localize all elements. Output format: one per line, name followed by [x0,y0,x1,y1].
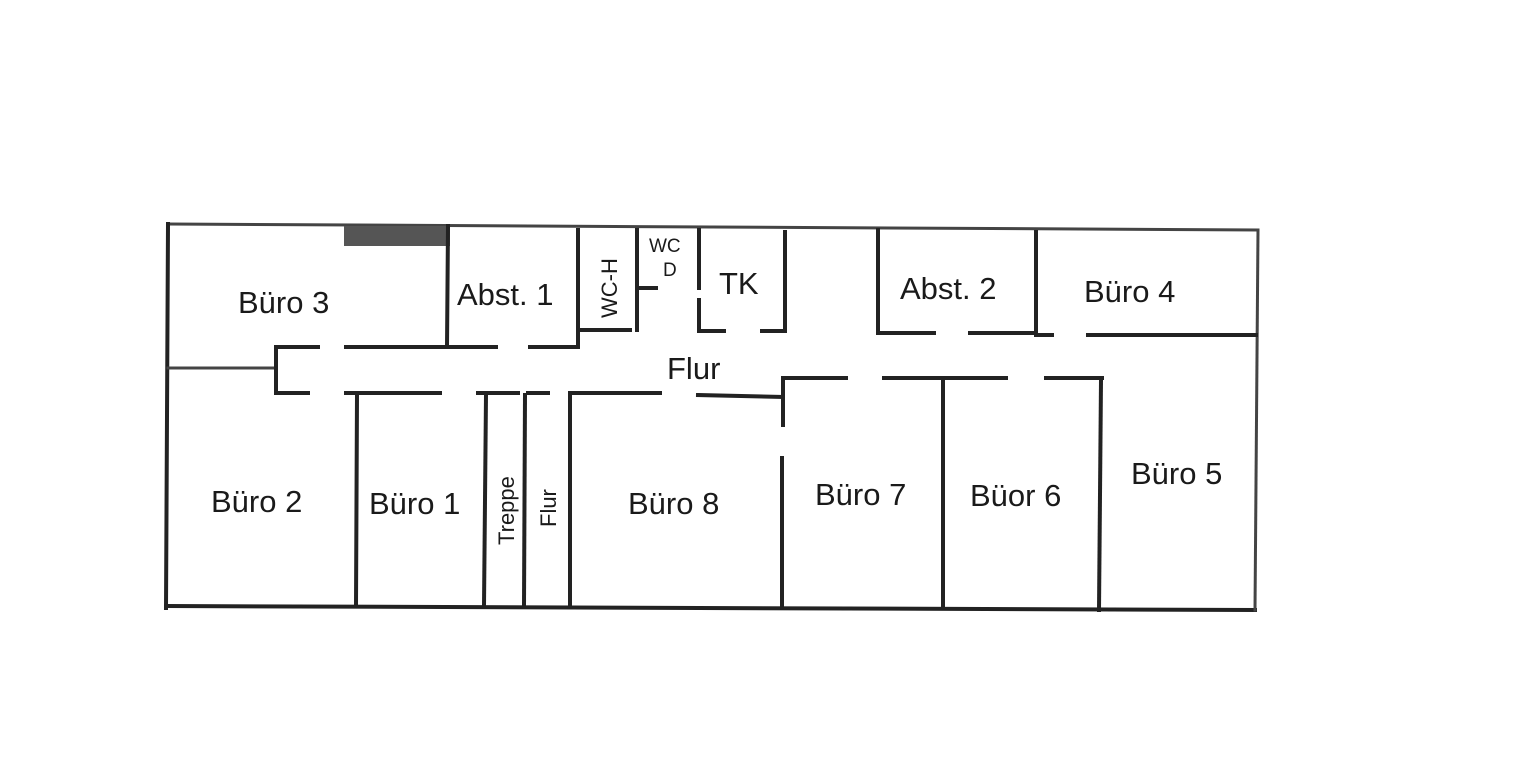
room-label-buero3: Büro 3 [238,285,329,320]
room-label-buero5: Büro 5 [1131,456,1222,491]
room-label-flur-small: Flur [536,489,561,527]
room-label-wch: WC-H [597,258,622,318]
room-label-buero2: Büro 2 [211,484,302,519]
room-label-buero8: Büro 8 [628,486,719,521]
room-label-d: D [663,260,677,281]
room-label-buero1: Büro 1 [369,486,460,521]
upper-walls [166,223,1258,395]
room-label-treppe: Treppe [494,476,519,545]
room-label-buero7: Büro 7 [815,477,906,512]
room-label-abst2: Abst. 2 [900,271,997,306]
room-label-wc: WC [649,236,681,257]
outer-walls [163,221,1260,613]
room-label-abst1: Abst. 1 [457,277,554,312]
lower-walls [274,376,1104,613]
shaded-block [344,226,450,246]
room-label-buero4: Büro 4 [1084,274,1175,309]
room-label-buero6: Büor 6 [970,478,1061,513]
room-label-flur-main: Flur [667,351,720,386]
room-label-tk: TK [719,266,759,301]
